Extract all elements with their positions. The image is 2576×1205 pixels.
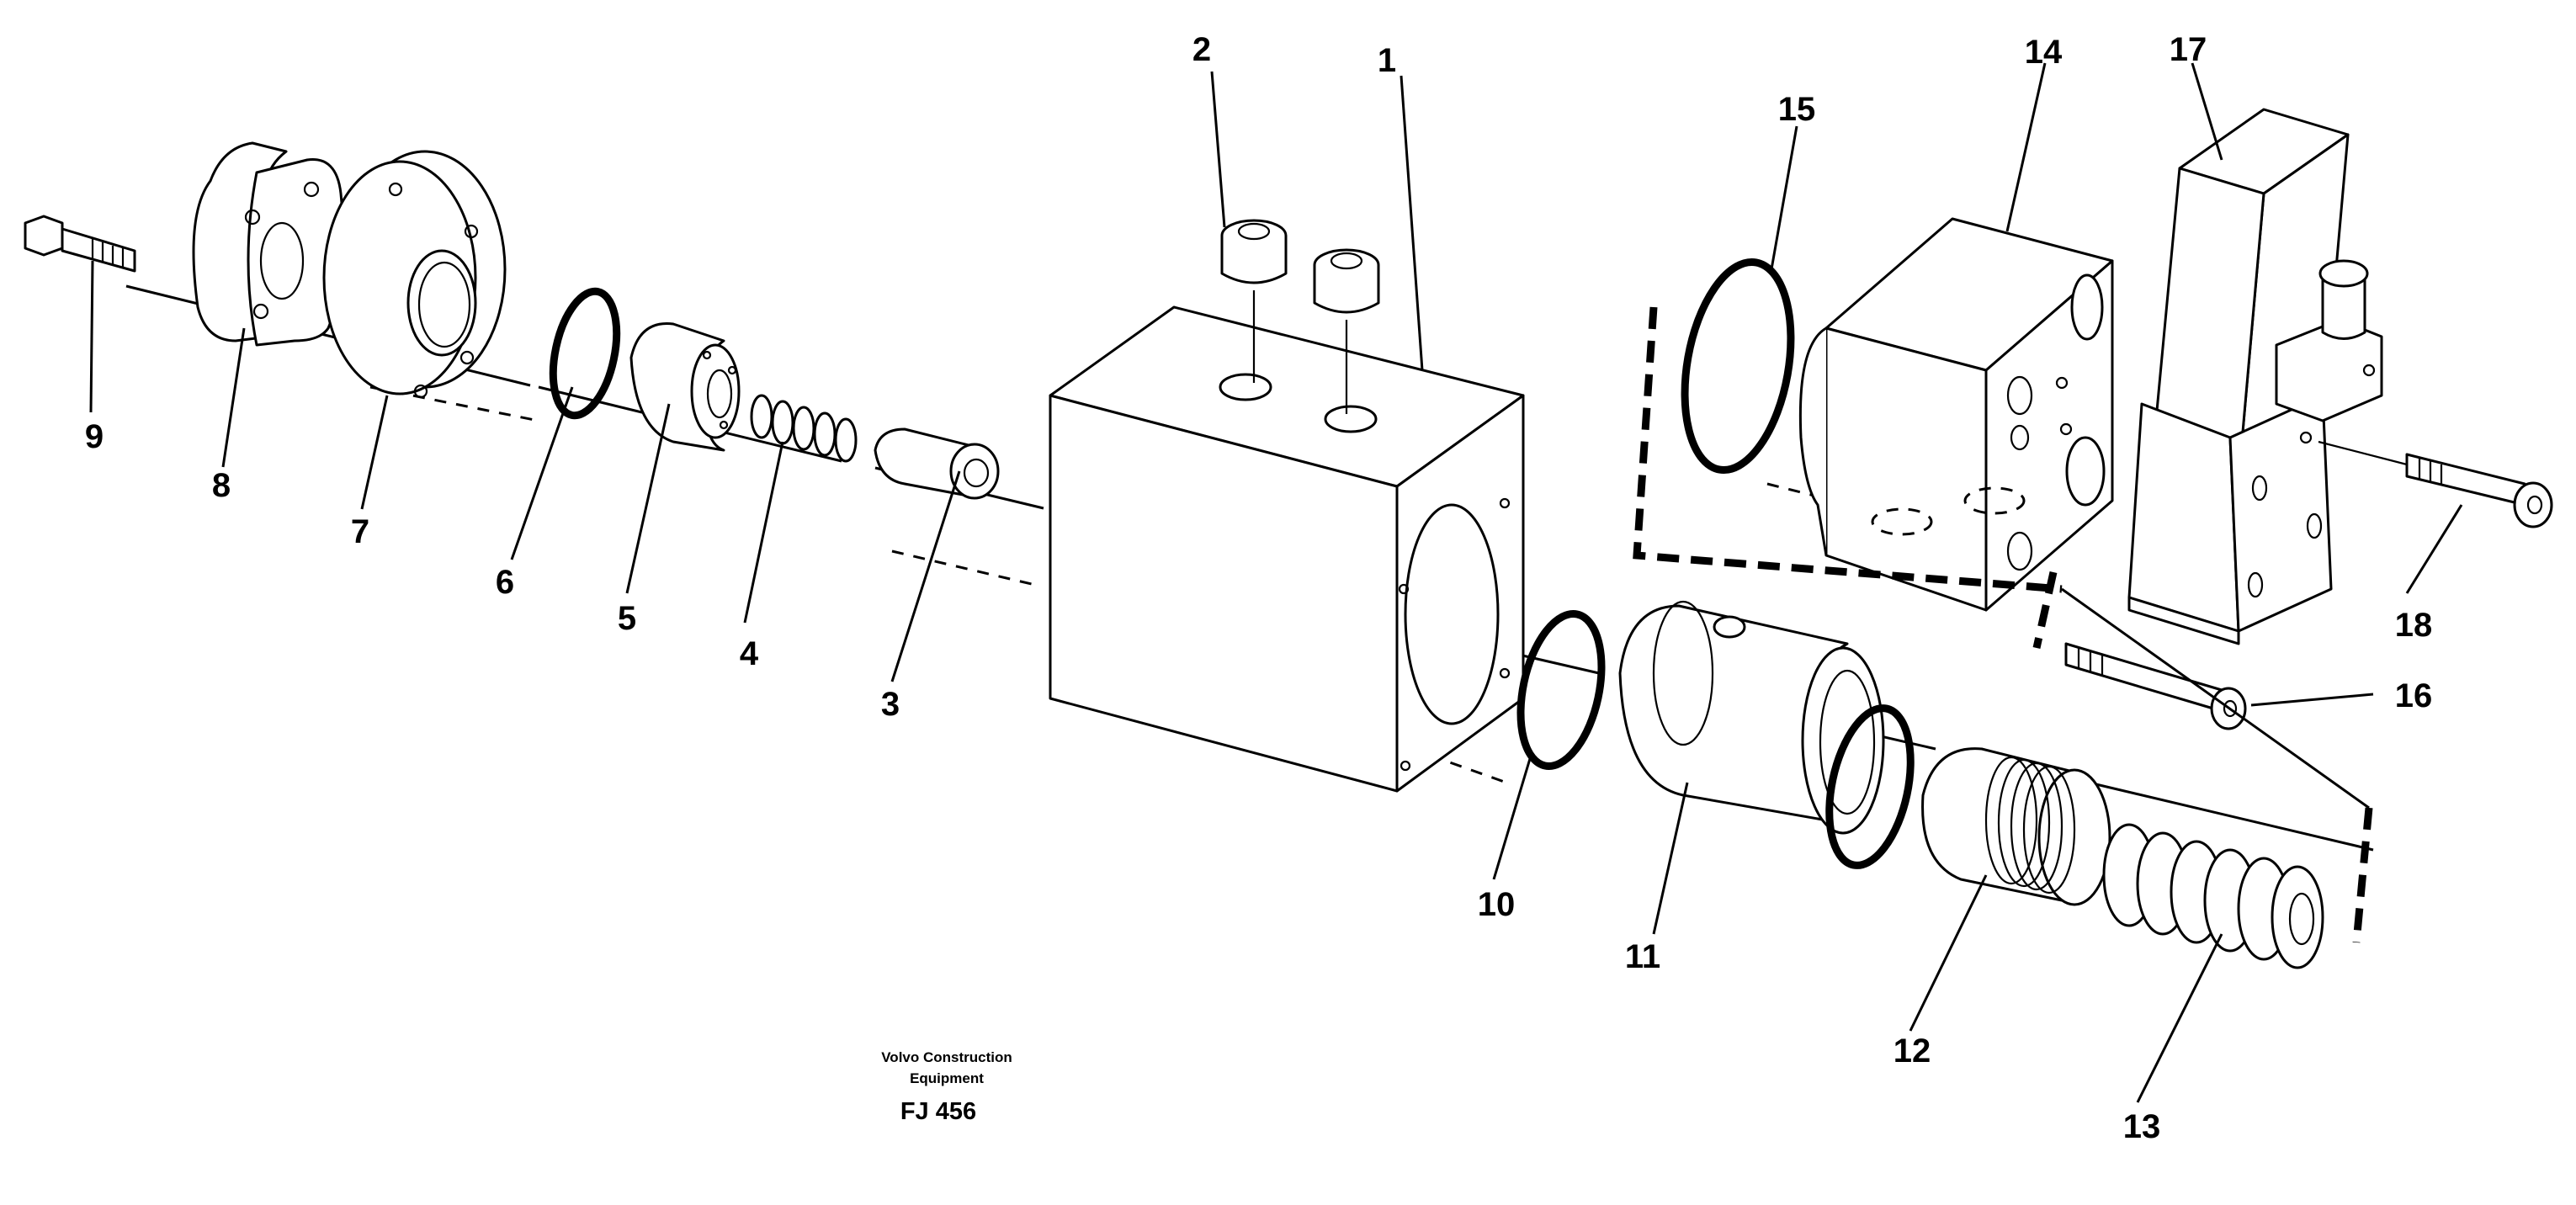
- callout-labels: 1 2 3 4 5 6 7 8 9 10 11 12 13 14 15 16 1…: [85, 31, 2432, 1145]
- part-8-split-flange: [192, 141, 345, 347]
- part-13-spring: [2102, 823, 2324, 969]
- assembly-boundary-dashes: [1633, 306, 2373, 943]
- callout-7: 7: [351, 513, 369, 550]
- part-9-bolt: [24, 215, 136, 273]
- callout-12: 12: [1893, 1032, 1931, 1070]
- callout-16: 16: [2395, 677, 2433, 714]
- callout-9: 9: [85, 418, 104, 455]
- callout-4: 4: [740, 635, 759, 672]
- callout-2: 2: [1192, 31, 1211, 68]
- part-17-solenoid-valve: [2127, 108, 2383, 645]
- callout-8: 8: [212, 467, 231, 504]
- callout-15: 15: [1778, 91, 1816, 128]
- part-11-valve-sleeve: [1618, 600, 1885, 835]
- part-14-pilot-block: [1798, 217, 2114, 612]
- callout-17: 17: [2170, 31, 2207, 68]
- credit-line-1: Volvo Construction: [881, 1049, 1012, 1065]
- leader-lines: [89, 62, 2463, 1103]
- part-1-valve-housing: [1049, 305, 1525, 793]
- callout-18: 18: [2395, 607, 2433, 644]
- part-12-threaded-sleeve: [1921, 747, 2111, 906]
- part-18-bolt: [2318, 440, 2553, 528]
- callout-5: 5: [618, 600, 636, 637]
- callout-14: 14: [2025, 34, 2063, 71]
- credit-block: Volvo Construction Equipment FJ 456: [881, 1049, 1012, 1125]
- callout-6: 6: [496, 564, 514, 601]
- part-2-plugs: [1220, 219, 1380, 414]
- callout-11: 11: [1625, 938, 1660, 975]
- drawing-code: FJ 456: [900, 1098, 976, 1125]
- part-7-flange: [322, 150, 507, 399]
- part-3-plunger: [874, 427, 1000, 500]
- part-10-o-ring: [1516, 610, 1606, 770]
- credit-line-2: Equipment: [910, 1070, 984, 1086]
- part-6-o-ring: [549, 287, 621, 420]
- part-15-o-ring: [1681, 257, 1795, 475]
- callout-10: 10: [1478, 886, 1516, 923]
- part-4-spring: [750, 394, 858, 463]
- part-5-sleeve: [629, 322, 741, 452]
- callout-13: 13: [2123, 1108, 2161, 1145]
- callout-3: 3: [881, 686, 900, 723]
- callout-1: 1: [1378, 42, 1396, 79]
- o-ring-between-11-12: [1825, 704, 1915, 869]
